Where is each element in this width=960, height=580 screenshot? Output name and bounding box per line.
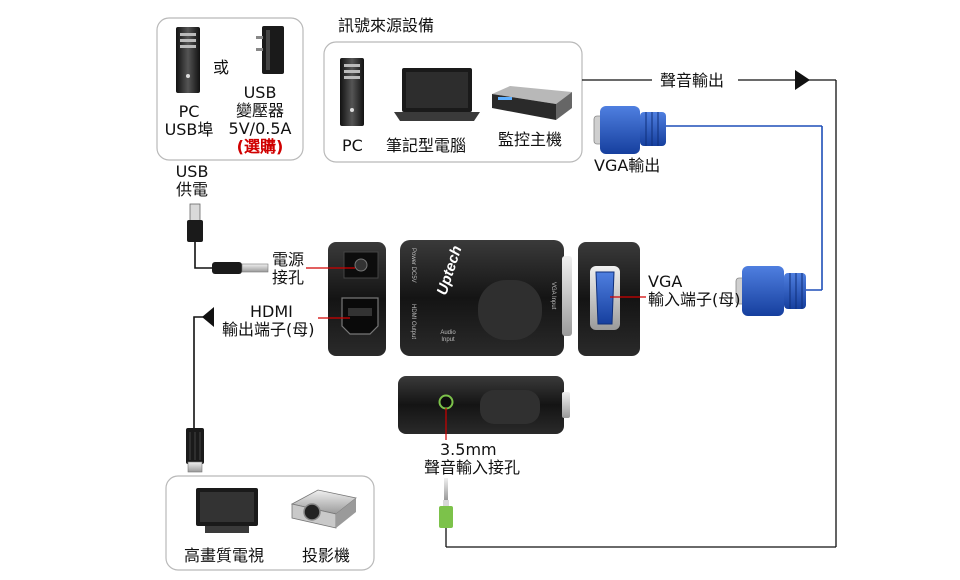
laptop-label: 筆記型電腦	[386, 136, 467, 155]
device-audio-side	[398, 376, 570, 434]
power-jack-label-1: 電源	[272, 250, 305, 269]
hdmi-port-label-2: 輸出端子(母)	[222, 320, 315, 339]
pc-label: PC	[178, 102, 200, 121]
device-power-label: Power DC5V	[410, 248, 416, 283]
usb-port-label: USB埠	[164, 120, 214, 139]
device-audio-label-2: Input	[441, 337, 455, 343]
source-pc-label: PC	[342, 136, 363, 155]
dvr-icon	[492, 86, 572, 120]
dvr-label: 監控主機	[498, 130, 563, 149]
device-audio-label-1: Audio	[440, 330, 456, 336]
projector-label: 投影機	[302, 546, 351, 565]
device-main-body	[400, 240, 572, 356]
signal-source-title: 訊號來源設備	[338, 16, 435, 35]
device-vga-label: VGA Input	[550, 282, 556, 310]
adapter-spec-label: 5V/0.5A	[228, 119, 292, 138]
arrow-right-icon	[795, 70, 810, 90]
vga-port-label-2: 輸入端子(母)	[648, 290, 741, 309]
vga-output-label: VGA輸出	[594, 156, 661, 175]
hdtv-label: 高畫質電視	[184, 546, 265, 565]
audio-connection-line	[445, 79, 837, 548]
hdmi-cable-icon	[186, 307, 214, 473]
laptop-icon	[394, 68, 480, 121]
optional-label: (選購)	[236, 137, 284, 156]
device-hdmi-label: HDMI Output	[410, 304, 416, 339]
power-jack-icon	[354, 258, 368, 272]
usb-label: USB	[243, 83, 277, 102]
audio-out-label: 聲音輸出	[660, 71, 725, 90]
audio-plug-icon	[439, 478, 453, 528]
hdtv-icon	[196, 488, 258, 533]
vga-port-icon	[595, 271, 615, 325]
usb-power-line1: USB	[175, 162, 209, 181]
usb-power-line2: 供電	[175, 180, 208, 199]
device-vga-end	[578, 242, 640, 356]
source-pc-icon	[340, 58, 364, 126]
usb-cable-icon	[187, 203, 269, 274]
audio-jack-label-1: 3.5mm	[440, 440, 497, 459]
or-label: 或	[213, 58, 230, 77]
hdmi-port-label-1: HDMI	[250, 302, 293, 321]
audio-jack-icon	[438, 394, 454, 410]
vga-cable-right-icon	[735, 266, 806, 316]
vga-cable-top-icon	[593, 106, 822, 154]
audio-jack-label-2: 聲音輸入接孔	[424, 458, 521, 477]
vga-port-label-1: VGA	[648, 272, 683, 291]
device-left-end	[328, 242, 386, 356]
pc-tower-icon	[176, 27, 200, 93]
projector-icon	[290, 489, 357, 529]
power-adapter-icon	[256, 26, 284, 74]
power-jack-label-2: 接孔	[272, 268, 305, 287]
adapter-label: 變壓器	[235, 101, 284, 120]
